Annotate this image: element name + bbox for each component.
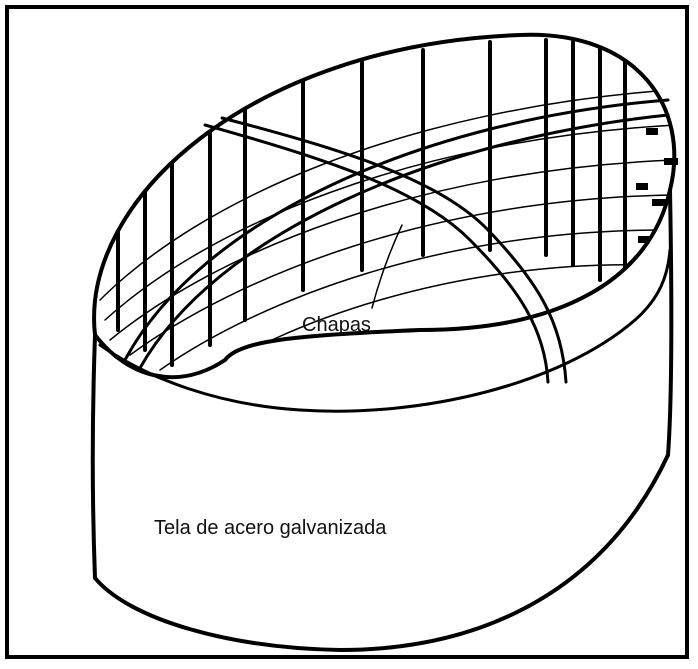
sheets-label: Chapas: [302, 314, 371, 336]
figure-border: [5, 5, 689, 659]
roof-arches: [123, 98, 670, 384]
inner-wall-ribs: [116, 38, 627, 367]
mesh-label: Tela de acero galvanizada: [154, 517, 387, 539]
silo-body: [90, 32, 677, 652]
sheets-leader-line: [371, 224, 403, 309]
inner-wall-seams: [99, 89, 675, 378]
rivet-marks: [636, 128, 678, 243]
